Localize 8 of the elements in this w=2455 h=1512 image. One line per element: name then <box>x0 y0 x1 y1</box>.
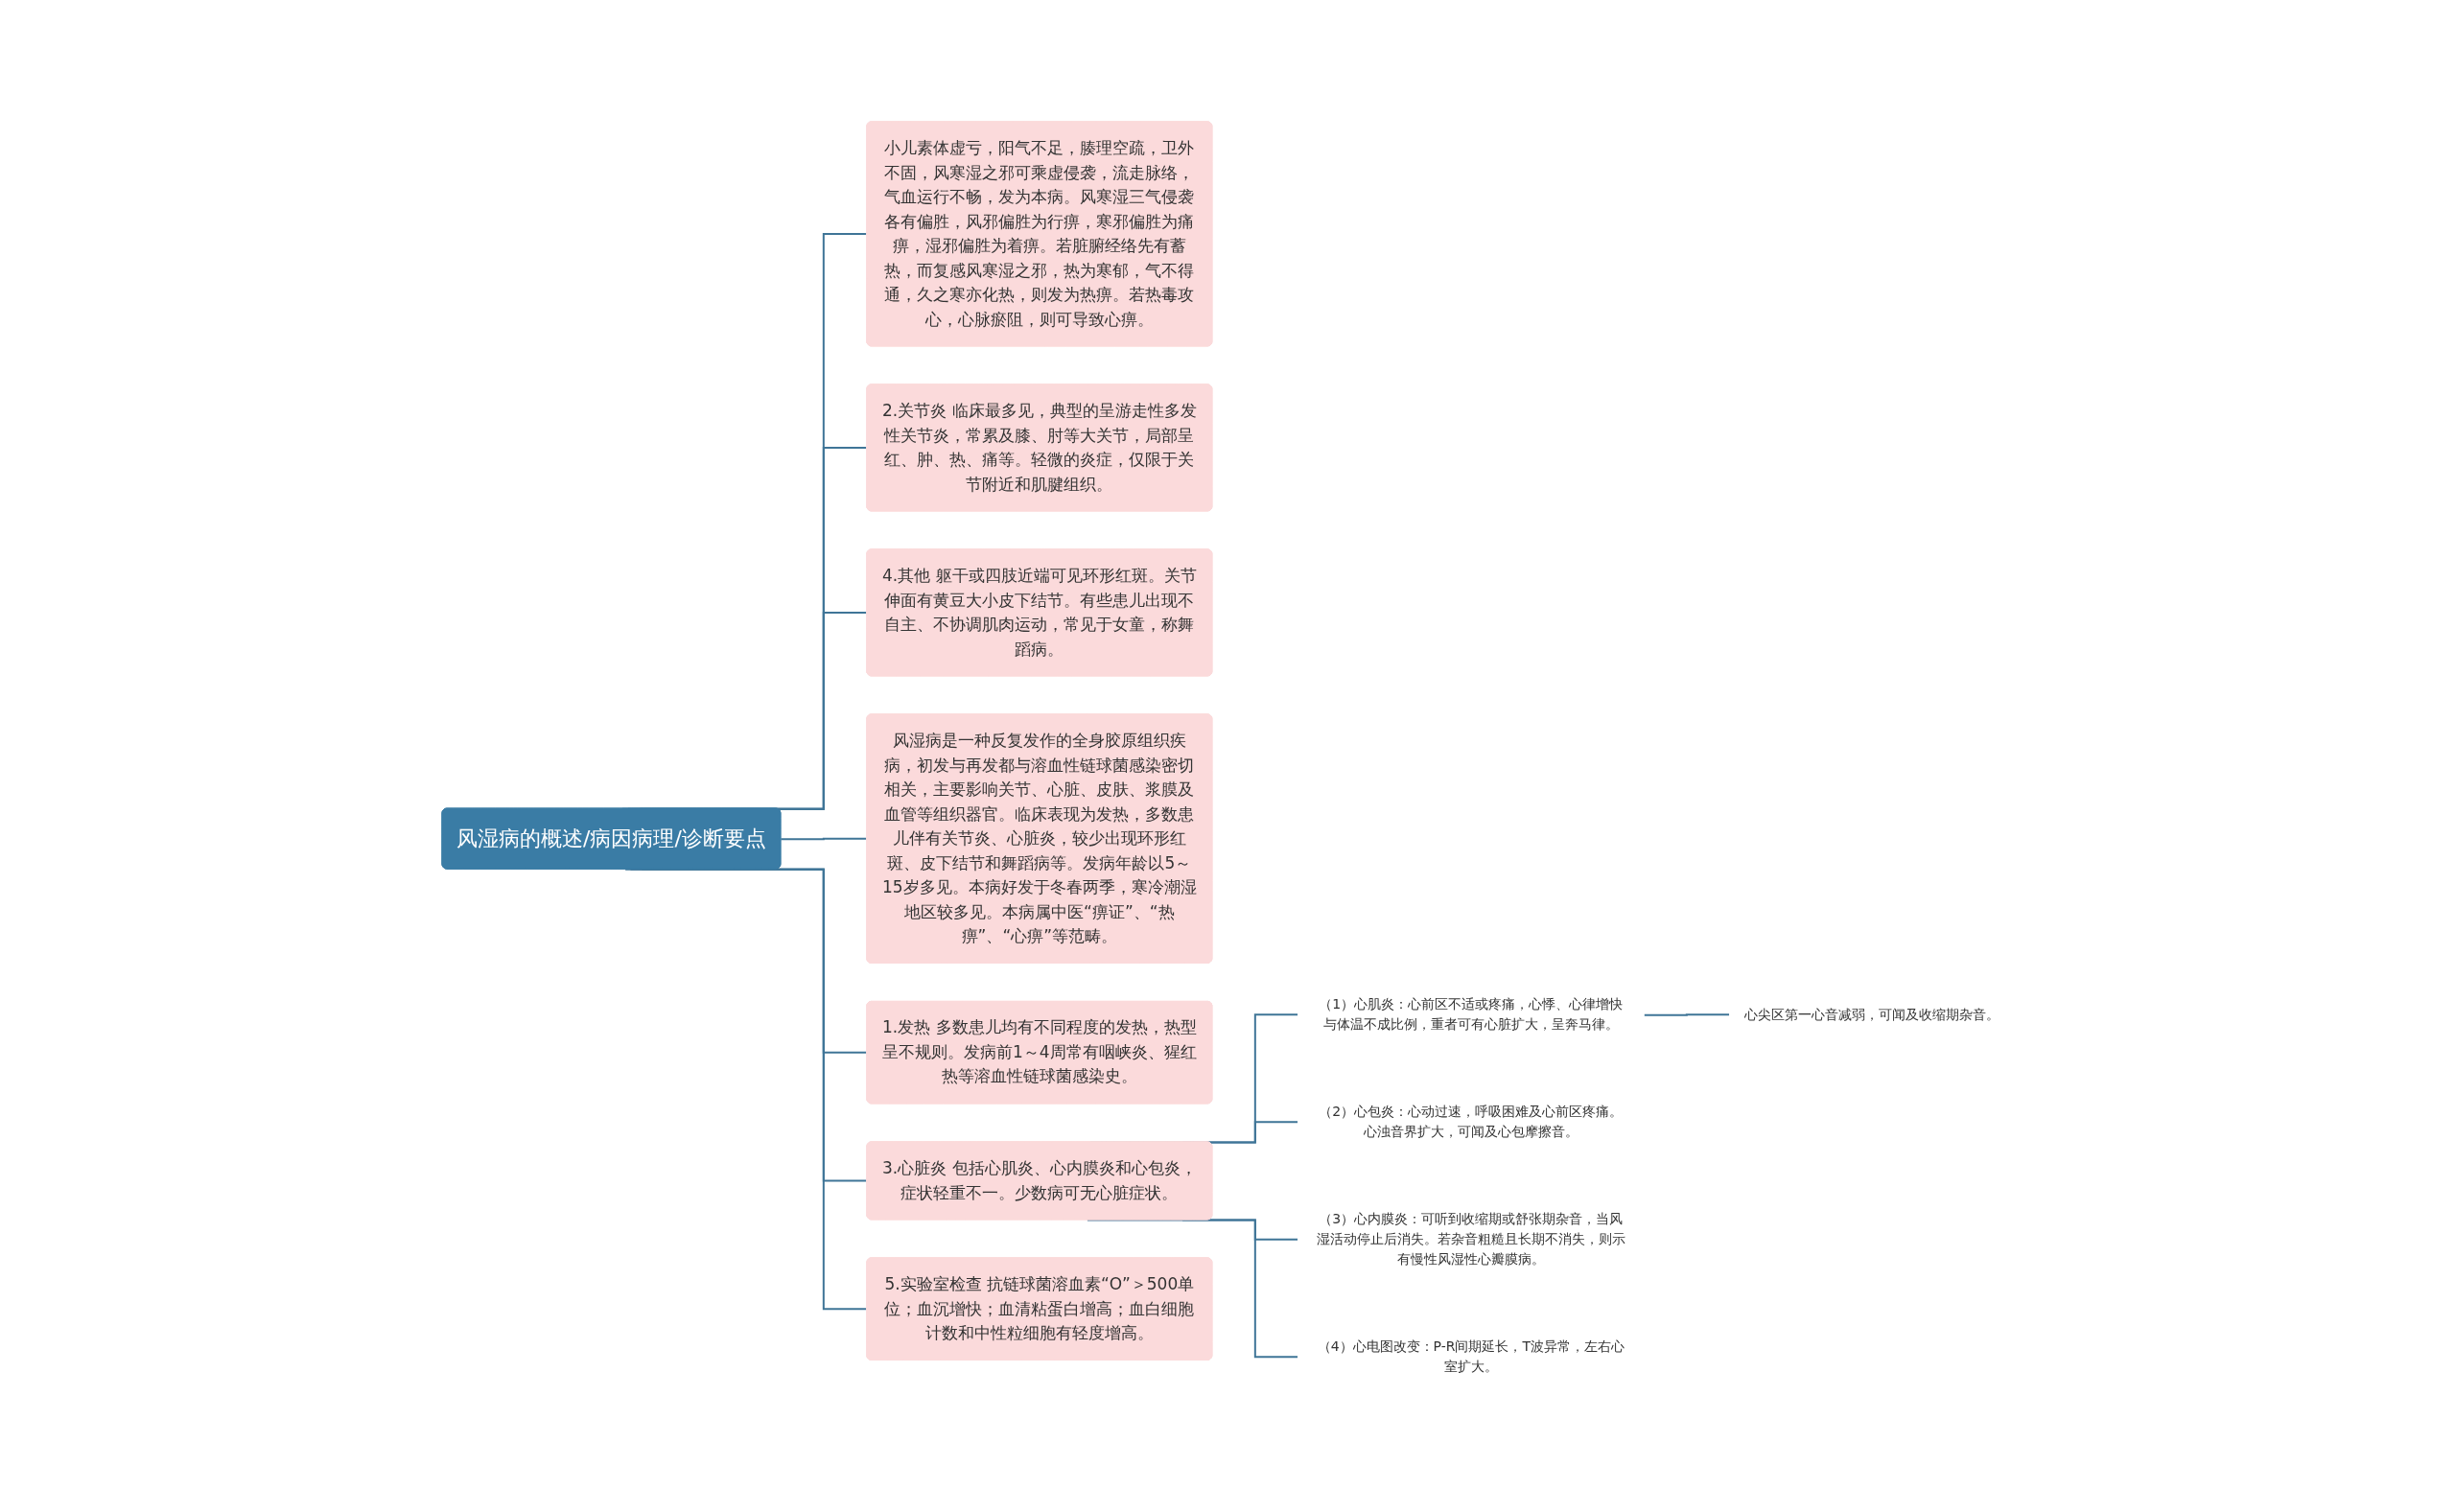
node-text: （3）心内膜炎：可听到收缩期或舒张期杂音，当风湿活动停止后消失。若杂音粗糙且长期不消失，则示有慢性风湿性心瓣膜病。 <box>1316 1210 1625 1267</box>
connector <box>1642 1012 1731 1016</box>
node-text: （2）心包炎：心动过速，呼吸困难及心前区疼痛。心浊音界扩大，可闻及心包摩擦音。 <box>1318 1103 1623 1139</box>
connector <box>779 837 868 840</box>
connector <box>623 868 868 1311</box>
node-text: （4）心电图改变：P-R间期延长，T波异常，左右心室扩大。 <box>1317 1338 1625 1374</box>
node-text: （1）心肌炎：心前区不适或疼痛，心悸、心律增快与体温不成比例，重者可有心脏扩大，呈奔马律。 <box>1318 995 1623 1032</box>
node-text: 心尖区第一心音减弱，可闻及收缩期杂音。 <box>1743 1006 1999 1022</box>
